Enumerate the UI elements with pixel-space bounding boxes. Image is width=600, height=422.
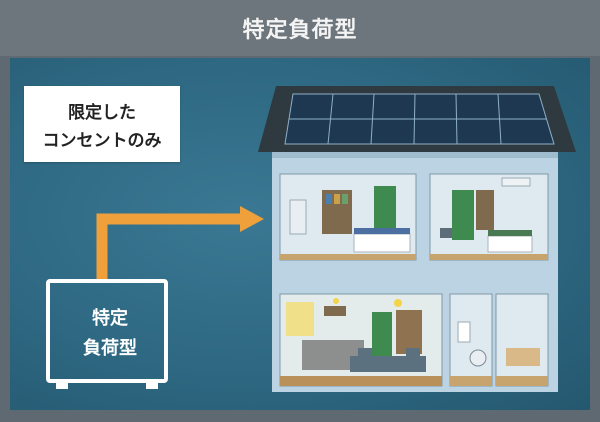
room-upper-left [280, 174, 416, 260]
callout-line-1: 限定した [24, 98, 180, 123]
room-lower-middle [450, 294, 492, 386]
device-label-line-1: 特定 [50, 304, 170, 330]
callout-box: 限定した コンセントのみ [24, 86, 180, 162]
arrow-right-icon [102, 206, 264, 280]
room-lower-left [280, 294, 442, 386]
illustration-stage: 限定した コンセントのみ 特定 負荷型 [10, 58, 590, 410]
room-lower-right [496, 294, 548, 386]
page-title: 特定負荷型 [0, 12, 600, 44]
device-label-line-2: 負荷型 [50, 334, 170, 360]
room-upper-right [430, 174, 548, 260]
solar-panel-icon [285, 94, 554, 144]
title-bar: 特定負荷型 [0, 0, 600, 56]
callout-line-2: コンセントのみ [24, 126, 180, 151]
house-icon [258, 86, 576, 392]
